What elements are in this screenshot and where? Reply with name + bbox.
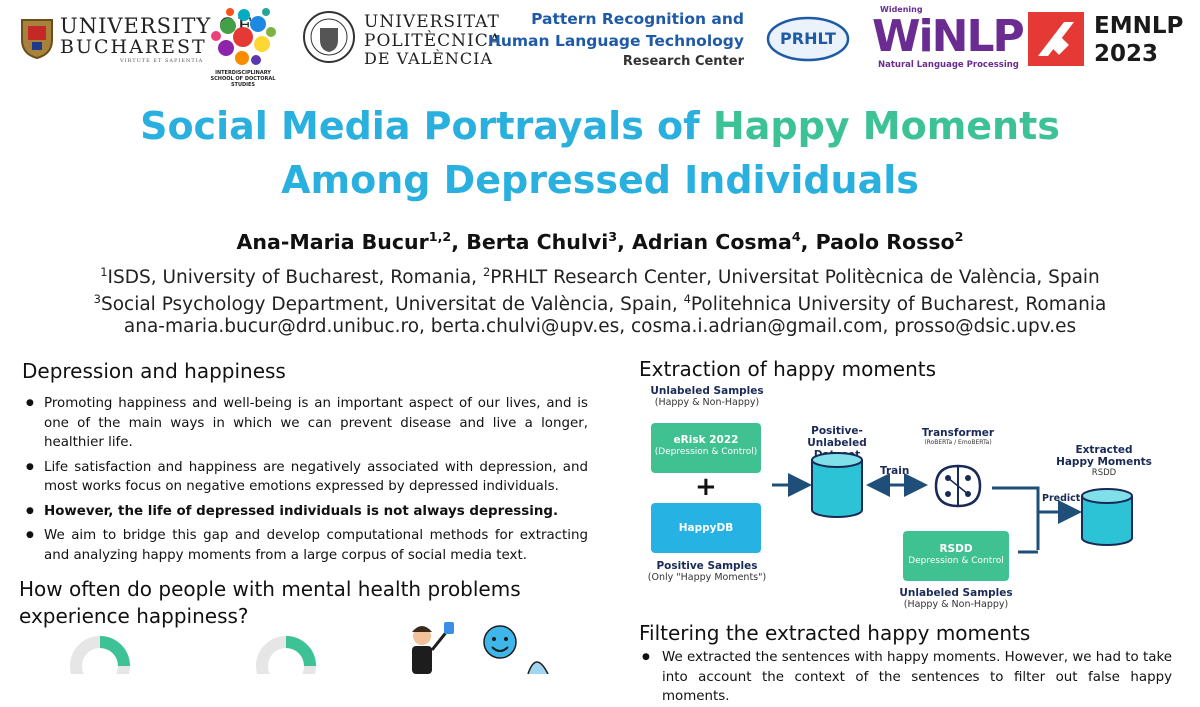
author-affil-sup: 3 [608, 229, 618, 245]
erisk-box: eRisk 2022 (Depression & Control) [651, 423, 761, 473]
unlabeled-samples-bottom-label: Unlabeled Samples (Happy & Non-Happy) [899, 587, 1013, 610]
donut-chart-icon [70, 636, 130, 674]
extracted-database-icon [1081, 488, 1133, 546]
prhlt-badge-icon [766, 16, 850, 62]
uob-motto: VIRTUTE ET SAPIENTIA [120, 58, 204, 64]
isds-label: INTERDISCIPLINARY SCHOOL OF DOCTORAL STU… [210, 70, 276, 88]
emnlp-year: 2023 [1094, 41, 1159, 67]
winlp-sub: Natural Language Processing [878, 60, 1019, 70]
bullet-item: We extracted the sentences with happy mo… [640, 648, 1172, 707]
bullet-item: Promoting happiness and well-being is an… [22, 394, 588, 453]
author-affil-sup: 4 [791, 229, 801, 245]
author-list: Ana-Maria Bucur1,2, Berta Chulvi3, Adria… [236, 229, 964, 254]
upv-name-line3: DE VALÈNCIA [364, 49, 494, 68]
rsdd-box: RSDD Depression & Control [903, 531, 1009, 581]
section-title-depression: Depression and happiness [22, 359, 286, 383]
uob-name-line2: BUCHAREST [60, 36, 207, 58]
donut-chart-icon [256, 636, 316, 674]
author-affil-sup: 1,2 [428, 229, 452, 245]
poster-title-line2: Among Depressed Individuals [281, 158, 919, 202]
author: Paolo Rosso [815, 230, 955, 254]
upv-name-line2: POLITÈCNICA [364, 31, 503, 51]
upv-name-line1: UNIVERSITAT [364, 12, 500, 32]
transformer-brain-icon [934, 464, 982, 508]
happydb-box: HappyDB [651, 503, 761, 553]
pipeline-connectors [772, 473, 1082, 554]
prhlt-line1: Pattern Recognition and [531, 10, 744, 28]
positive-samples-label: Positive Samples (Only "Happy Moments") [647, 560, 767, 583]
prhlt-badge: PRHLT [766, 16, 850, 62]
emnlp-mark-icon [1028, 12, 1084, 66]
affiliation-line2: 3Social Psychology Department, Universit… [93, 291, 1107, 315]
unlabeled-samples-top-label: Unlabeled Samples (Happy & Non-Happy) [650, 385, 764, 408]
author: Ana-Maria Bucur [236, 230, 429, 254]
plus-sign: + [695, 472, 717, 502]
bullet-item: However, the life of depressed individua… [22, 502, 588, 522]
section-title-extraction: Extraction of happy moments [639, 357, 937, 381]
prhlt-badge-text: PRHLT [780, 29, 836, 48]
title-part-green: Happy Moments [712, 104, 1060, 148]
isds-circles-icon [211, 8, 276, 65]
bullet-item: Life satisfaction and happiness are nega… [22, 458, 588, 497]
upv-seal-icon [303, 11, 355, 63]
author: Berta Chulvi [466, 230, 609, 254]
author-emails: ana-maria.bucur@drd.unibuc.ro, berta.chu… [123, 316, 1077, 337]
section-title-filtering: Filtering the extracted happy moments [639, 621, 1031, 645]
depression-bullets: Promoting happiness and well-being is an… [22, 394, 588, 570]
filtering-bullets: We extracted the sentences with happy mo… [640, 648, 1172, 707]
uob-crest-icon [21, 19, 53, 60]
author: Adrian Cosma [632, 230, 792, 254]
section-title-how-often: How often do people with mental health p… [19, 577, 521, 628]
transformer-label: Transformer (RoBERTa / EmoBERTa) [921, 427, 995, 446]
prhlt-line2: Human Language Technology [487, 32, 744, 50]
happy-person-illustration-icon [412, 622, 549, 674]
winlp-main: WiNLP [872, 11, 1025, 62]
bullet-item: We aim to bridge this gap and develop co… [22, 526, 588, 565]
affiliation-line1: 1ISDS, University of Bucharest, Romania,… [100, 264, 1100, 288]
poster-title-line1: Social Media Portrayals of Happy Moments [0, 100, 1200, 152]
prhlt-line3: Research Center [622, 54, 744, 69]
emnlp-name: EMNLP [1094, 13, 1184, 39]
train-label: Train [880, 465, 910, 477]
winlp-top: Widening [880, 5, 923, 14]
title-part-blue: Social Media Portrayals of [140, 104, 713, 148]
predict-label: Predict [1042, 493, 1081, 504]
author-affil-sup: 2 [954, 229, 964, 245]
pu-dataset-database-icon [811, 452, 863, 518]
extracted-label: Extracted Happy Moments RSDD [1056, 444, 1152, 478]
